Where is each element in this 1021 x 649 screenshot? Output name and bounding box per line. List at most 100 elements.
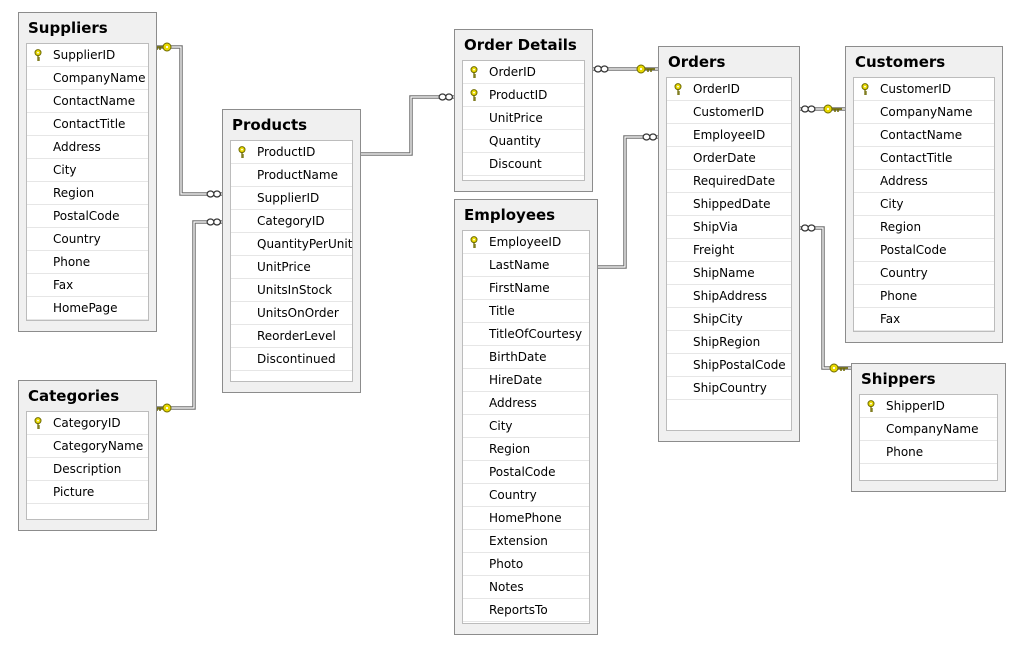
column-row[interactable]: SupplierID: [231, 187, 352, 210]
column-row[interactable]: Extension: [463, 530, 589, 553]
relationship-suppliers-products[interactable]: [150, 42, 222, 198]
column-row[interactable]: PostalCode: [27, 205, 148, 228]
column-row[interactable]: Phone: [27, 251, 148, 274]
table-title: Order Details: [464, 36, 577, 54]
column-row[interactable]: CompanyName: [27, 67, 148, 90]
column-row[interactable]: City: [27, 159, 148, 182]
column-name: City: [880, 197, 904, 211]
column-row[interactable]: Notes: [463, 576, 589, 599]
column-row[interactable]: ShipCity: [667, 308, 791, 331]
column-row[interactable]: Phone: [854, 285, 994, 308]
column-row[interactable]: OrderID: [667, 78, 791, 101]
column-name: Region: [880, 220, 922, 234]
column-row[interactable]: CompanyName: [860, 418, 997, 441]
relationship-categories-products[interactable]: [150, 218, 222, 413]
column-row[interactable]: ProductID: [231, 141, 352, 164]
column-row[interactable]: FirstName: [463, 277, 589, 300]
column-row[interactable]: LastName: [463, 254, 589, 277]
column-row[interactable]: Picture: [27, 481, 148, 504]
column-row[interactable]: CategoryName: [27, 435, 148, 458]
column-row[interactable]: BirthDate: [463, 346, 589, 369]
column-row[interactable]: ProductName: [231, 164, 352, 187]
column-row[interactable]: Description: [27, 458, 148, 481]
column-row[interactable]: EmployeeID: [463, 231, 589, 254]
column-row[interactable]: Region: [27, 182, 148, 205]
column-row[interactable]: ShipRegion: [667, 331, 791, 354]
column-row[interactable]: ContactTitle: [27, 113, 148, 136]
column-name: PostalCode: [53, 209, 120, 223]
column-row[interactable]: SupplierID: [27, 44, 148, 67]
column-row[interactable]: Region: [463, 438, 589, 461]
column-row[interactable]: CategoryID: [27, 412, 148, 435]
column-row[interactable]: Discontinued: [231, 348, 352, 371]
column-row[interactable]: ShipperID: [860, 395, 997, 418]
column-row[interactable]: Country: [27, 228, 148, 251]
column-row[interactable]: UnitsInStock: [231, 279, 352, 302]
column-name: Country: [53, 232, 101, 246]
column-row[interactable]: Title: [463, 300, 589, 323]
column-row[interactable]: ShipAddress: [667, 285, 791, 308]
column-name: EmployeeID: [693, 128, 766, 142]
column-row[interactable]: PostalCode: [854, 239, 994, 262]
column-row[interactable]: UnitPrice: [231, 256, 352, 279]
column-row[interactable]: City: [463, 415, 589, 438]
column-row[interactable]: ContactTitle: [854, 147, 994, 170]
column-name: Phone: [53, 255, 91, 269]
column-row[interactable]: HomePhone: [463, 507, 589, 530]
column-row[interactable]: Address: [854, 170, 994, 193]
column-row[interactable]: UnitsOnOrder: [231, 302, 352, 325]
column-row[interactable]: ShippedDate: [667, 193, 791, 216]
column-row[interactable]: ReportsTo: [463, 599, 589, 622]
column-row[interactable]: Country: [854, 262, 994, 285]
column-row[interactable]: Phone: [860, 441, 997, 464]
column-row[interactable]: CustomerID: [667, 101, 791, 124]
column-row[interactable]: ProductID: [463, 84, 584, 107]
column-row[interactable]: City: [854, 193, 994, 216]
column-row[interactable]: UnitPrice: [463, 107, 584, 130]
relationship-shippers-orders[interactable]: [800, 224, 851, 373]
column-row[interactable]: Photo: [463, 553, 589, 576]
column-row[interactable]: ReorderLevel: [231, 325, 352, 348]
column-row[interactable]: HireDate: [463, 369, 589, 392]
column-row[interactable]: ShipVia: [667, 216, 791, 239]
column-row[interactable]: CategoryID: [231, 210, 352, 233]
column-row[interactable]: ShipPostalCode: [667, 354, 791, 377]
primary-key-icon: [34, 417, 42, 429]
column-row[interactable]: Quantity: [463, 130, 584, 153]
column-row[interactable]: Fax: [27, 274, 148, 297]
column-row[interactable]: ContactName: [27, 90, 148, 113]
column-row[interactable]: Country: [463, 484, 589, 507]
column-row[interactable]: OrderDate: [667, 147, 791, 170]
column-name: Picture: [53, 485, 95, 499]
column-name: Title: [489, 304, 515, 318]
relationship-orders-orderdetails[interactable]: [593, 64, 658, 74]
column-row[interactable]: ShipCountry: [667, 377, 791, 400]
column-row[interactable]: QuantityPerUnit: [231, 233, 352, 256]
column-row[interactable]: OrderID: [463, 61, 584, 84]
column-row[interactable]: Fax: [854, 308, 994, 331]
many-end-infinity-icon: [438, 93, 454, 101]
column-row[interactable]: Address: [463, 392, 589, 415]
column-row[interactable]: ShipName: [667, 262, 791, 285]
column-row[interactable]: PostalCode: [463, 461, 589, 484]
column-row[interactable]: CustomerID: [854, 78, 994, 101]
column-row[interactable]: CompanyName: [854, 101, 994, 124]
column-row[interactable]: EmployeeID: [667, 124, 791, 147]
column-row[interactable]: RequiredDate: [667, 170, 791, 193]
column-row[interactable]: Freight: [667, 239, 791, 262]
column-row[interactable]: TitleOfCourtesy: [463, 323, 589, 346]
column-row[interactable]: HomePage: [27, 297, 148, 320]
column-row[interactable]: Discount: [463, 153, 584, 176]
relationship-customers-orders[interactable]: [800, 104, 845, 114]
column-row[interactable]: ContactName: [854, 124, 994, 147]
column-row[interactable]: Region: [854, 216, 994, 239]
column-row[interactable]: Address: [27, 136, 148, 159]
